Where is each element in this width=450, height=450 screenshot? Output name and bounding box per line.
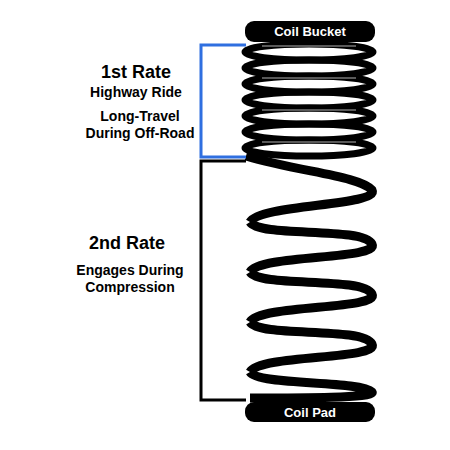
rate-note: Engages During Compression <box>65 262 195 296</box>
label-bar: Coil Bucket <box>245 21 375 42</box>
coil-sheen <box>262 46 356 142</box>
bar-text: Coil Bucket <box>274 24 346 39</box>
label-bar: Coil Pad <box>245 402 375 422</box>
rate-heading: 2nd Rate <box>67 233 187 255</box>
rate-note: Long-Travel During Off-Road <box>84 108 196 142</box>
bar-text: Coil Pad <box>284 405 336 420</box>
first-rate-bracket <box>201 45 246 157</box>
rate-heading: 1st Rate <box>76 62 196 84</box>
tight-coils <box>245 44 373 156</box>
second-rate-bracket <box>201 161 246 400</box>
open-coils <box>246 156 372 398</box>
rate-note: Highway Ride <box>76 84 196 101</box>
